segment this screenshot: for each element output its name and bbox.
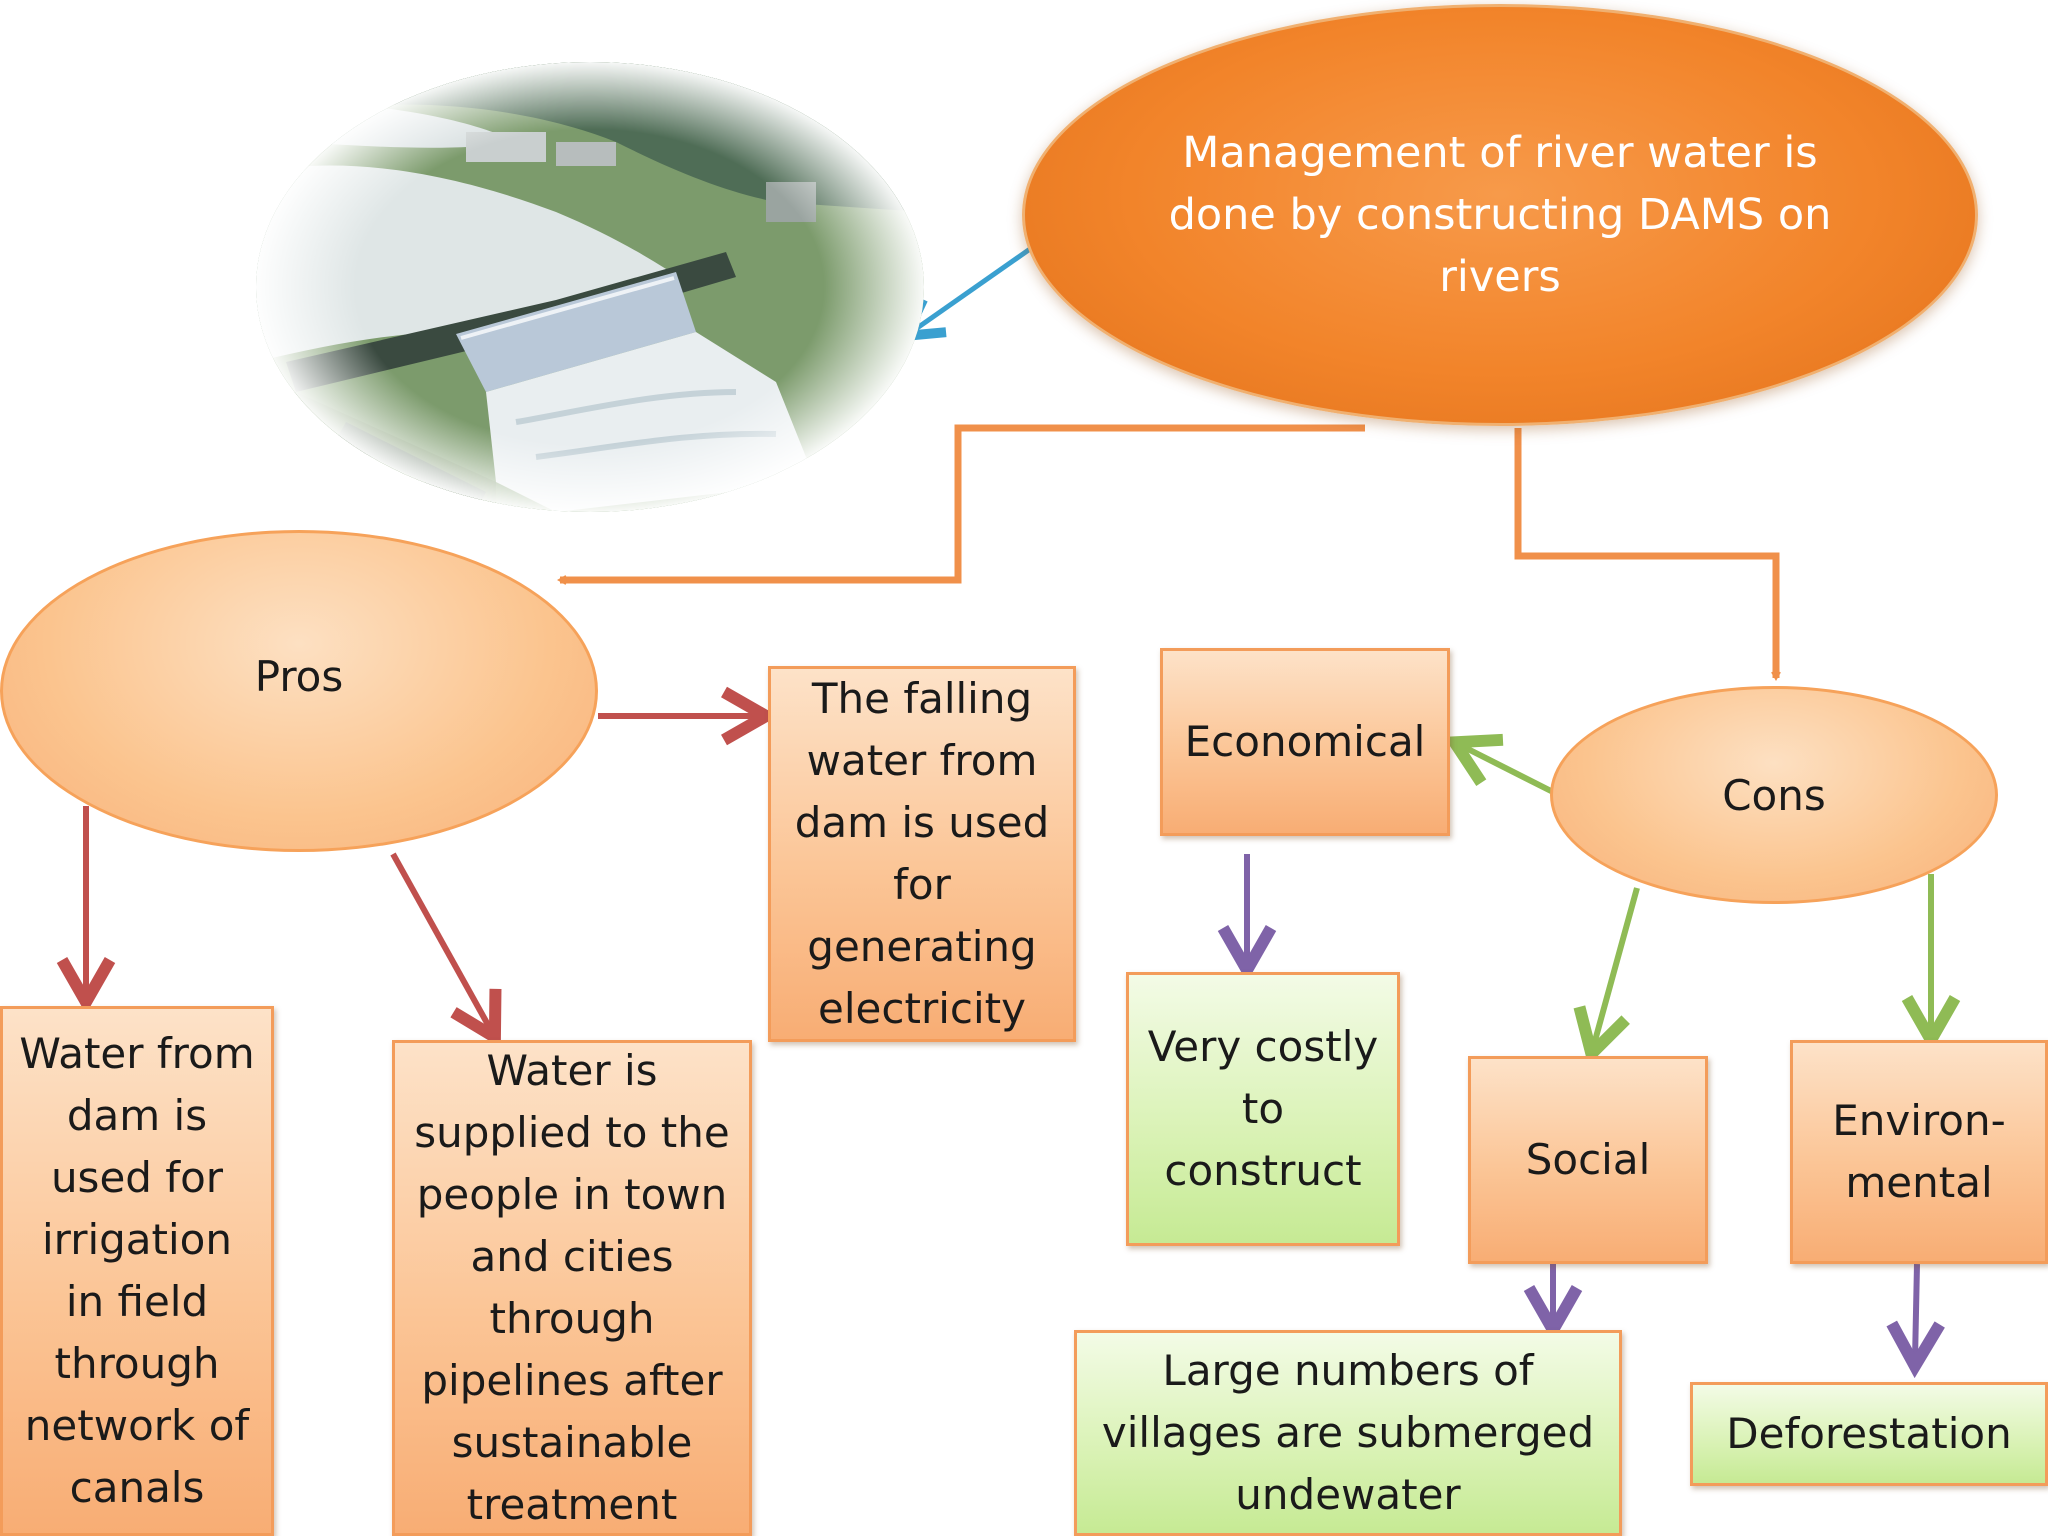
pros-supply-box: Water is supplied to the people in town … [392,1040,752,1536]
arrow-main-to-cons [1514,428,1776,678]
arrow-environmental-to-detail [1915,1263,1917,1360]
cons-economical-box: Economical [1160,648,1450,836]
arrow-main-to-photo [910,239,1042,333]
arrow-pros-to-supply [390,852,492,1032]
pros-irrigation-text: Water from dam is used for irrigation in… [19,1029,255,1512]
cons-social-box: Social [1468,1056,1708,1264]
pros-electricity-text: The falling water from dam is used for g… [794,674,1050,1033]
cons-social-label: Social [1525,1135,1651,1184]
cons-economical-detail-box: Very costly to construct [1126,972,1400,1246]
cons-economical-label: Economical [1184,717,1426,766]
pros-electricity-box: The falling water from dam is used for g… [768,666,1076,1042]
pros-irrigation-box: Water from dam is used for irrigation in… [0,1006,274,1536]
pros-supply-text: Water is supplied to the people in town … [414,1046,730,1529]
pros-label: Pros [254,651,344,701]
cons-social-detail-box: Large numbers of villages are submerged … [1074,1330,1622,1536]
cons-label: Cons [1722,770,1826,820]
cons-environmental-label: Environ-mental [1832,1096,2006,1207]
arrow-cons-to-economical [1460,745,1555,795]
cons-environmental-detail-text: Deforestation [1726,1409,2012,1458]
cons-environmental-detail-box: Deforestation [1690,1382,2048,1486]
pros-node: Pros [0,530,598,852]
main-topic-text: Management of river water is done by con… [1168,128,1832,302]
cons-social-detail-text: Large numbers of villages are submerged … [1101,1346,1595,1519]
dam-photo [256,62,924,512]
cons-node: Cons [1550,686,1998,904]
cons-economical-detail-text: Very costly to construct [1147,1022,1379,1195]
arrow-main-to-pros [560,424,1365,580]
main-topic-node: Management of river water is done by con… [1022,4,1978,426]
cons-environmental-box: Environ-mental [1790,1040,2048,1264]
arrow-cons-to-social [1593,887,1640,1048]
